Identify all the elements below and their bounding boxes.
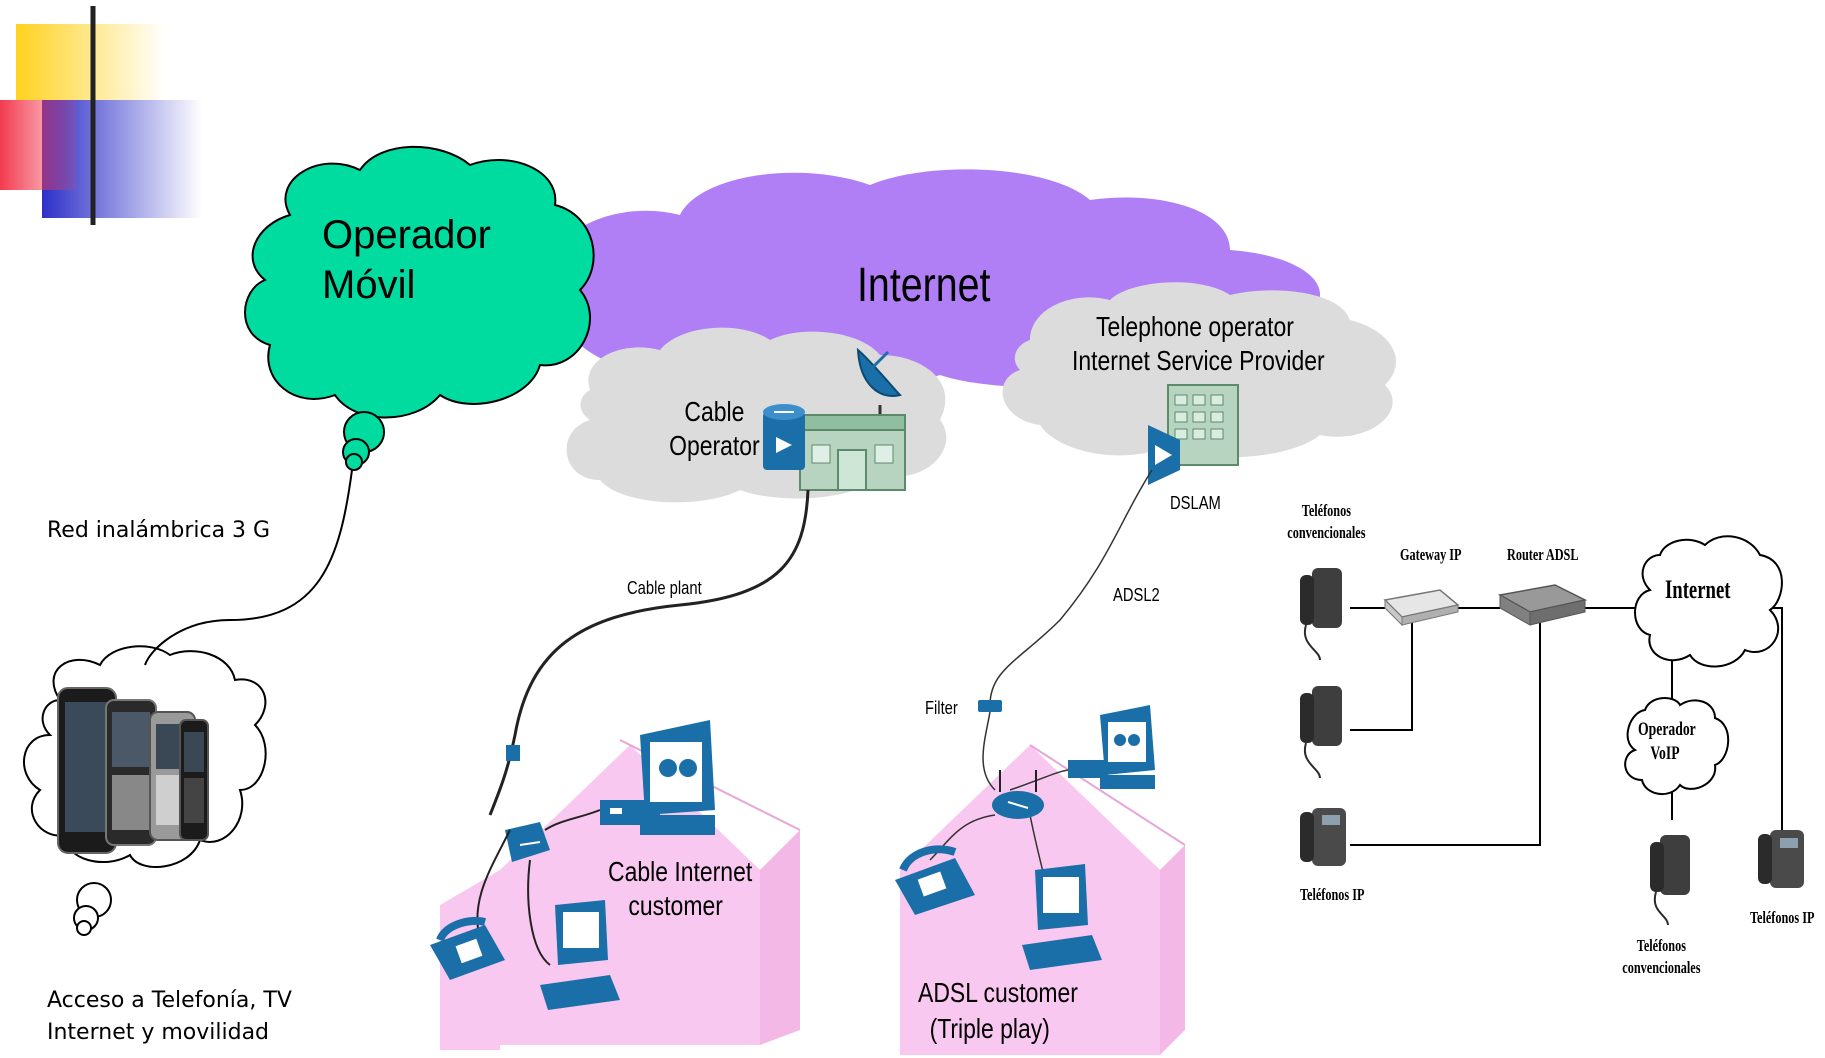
access-line2: Internet y movilidad	[47, 1020, 270, 1045]
voip-ip-phones-left-label: Teléfonos IP	[1300, 885, 1365, 904]
access-line1: Acceso a Telefonía, TV	[47, 988, 292, 1013]
voip-router-label: Router ADSL	[1507, 545, 1579, 564]
filter-icon	[978, 700, 1002, 712]
voip-internet-cloud	[1634, 535, 1783, 668]
telephone-operator-cloud	[1002, 282, 1397, 458]
filter-label: Filter	[925, 698, 958, 718]
voip-operator-line1: Operador	[1638, 719, 1696, 740]
smartphones-icon	[57, 687, 209, 854]
voip-operator-label: Operador VoIP	[1638, 718, 1696, 766]
cable-operator-label: Cable Operator	[657, 395, 772, 463]
voip-operator-cloud	[1624, 697, 1730, 795]
adsl-phone-icon	[895, 845, 975, 915]
adsl-customer-house	[900, 744, 1186, 1055]
voip-conventional-phones-label: Teléfonos convencionales	[1285, 500, 1368, 544]
cable-phone-icon	[430, 917, 505, 980]
satellite-dish-icon	[856, 347, 902, 420]
voip-conventional-phones-bottom-line2: convencionales	[1622, 958, 1701, 977]
voip-ip-phones-right-label: Teléfonos IP	[1750, 908, 1815, 927]
access-label: Acceso a Telefonía, TV Internet y movili…	[47, 985, 292, 1049]
conventional-phone-icon-2	[1300, 686, 1342, 779]
adsl-tv-icon	[1100, 705, 1155, 789]
cable-plant-line	[488, 489, 810, 816]
cable-operator-line1: Cable	[684, 396, 745, 427]
mobile-operator-label: Operador Móvil	[322, 210, 491, 310]
ip-phone-icon-right	[1758, 830, 1804, 888]
cable-computer-icon	[540, 900, 620, 1010]
mobile-cloud-bubble-3	[76, 920, 92, 936]
mobile-operator-line1: Operador	[322, 213, 491, 257]
cable-router-icon	[763, 404, 805, 470]
gateway-ip-icon	[1383, 589, 1460, 627]
wireless-link	[144, 469, 353, 666]
voip-conventional-phones-bottom-label: Teléfonos convencionales	[1620, 935, 1703, 979]
conventional-phone-icon-1	[1300, 568, 1342, 661]
mobile-operator-line2: Móvil	[322, 263, 416, 307]
adsl2-line	[989, 469, 1153, 706]
cable-customer-line2: customer	[628, 890, 723, 921]
telephone-operator-line1: Telephone operator	[1096, 311, 1294, 342]
cable-operator-line2: Operator	[669, 430, 760, 461]
adsl-computer-icon	[1022, 864, 1102, 970]
conventional-phone-icon-bottom	[1650, 835, 1690, 926]
adsl2-label: ADSL2	[1113, 585, 1160, 605]
voip-internet-label: Internet	[1665, 575, 1731, 604]
voip-conventional-phones-line2: convencionales	[1287, 523, 1366, 542]
adsl-router-icon	[992, 770, 1044, 819]
voip-conventional-phones-line1: Teléfonos	[1301, 501, 1351, 520]
cable-operator-building-icon	[799, 414, 906, 491]
cable-internal-wiring	[476, 809, 601, 966]
adsl-customer-line2: (Triple play)	[929, 1013, 1050, 1044]
dslam-label: DSLAM	[1170, 493, 1221, 513]
mobile-cloud-bubble-small	[345, 453, 363, 471]
cable-splitter-icon	[506, 745, 520, 761]
cable-customer-line1: Cable Internet	[608, 856, 753, 887]
mobile-operator-cloud	[244, 145, 595, 419]
adsl-internal-wiring	[929, 711, 1071, 881]
telephone-operator-label: Telephone operator Internet Service Prov…	[1072, 310, 1325, 378]
adsl-set-top-box-icon	[1068, 760, 1108, 778]
cable-modem-icon	[505, 822, 550, 862]
adsl-customer-label: ADSL customer (Triple play)	[918, 975, 1078, 1047]
cable-tv-icon	[640, 720, 715, 835]
ip-phone-icon-left	[1300, 808, 1346, 866]
dslam-icon	[1148, 425, 1180, 485]
voip-conventional-phones-bottom-line1: Teléfonos	[1636, 936, 1686, 955]
router-adsl-icon	[1497, 584, 1588, 626]
voip-operator-line2: VoIP	[1650, 743, 1680, 764]
cable-customer-label: Cable Internet customer	[608, 855, 753, 923]
internet-label: Internet	[857, 259, 991, 312]
wireless-network-label: Red inalámbrica 3 G	[47, 518, 271, 543]
adsl-customer-line1: ADSL customer	[918, 977, 1078, 1008]
telephone-operator-line2: Internet Service Provider	[1072, 345, 1325, 376]
cable-plant-label: Cable plant	[627, 578, 702, 598]
voip-gateway-label: Gateway IP	[1400, 545, 1462, 564]
